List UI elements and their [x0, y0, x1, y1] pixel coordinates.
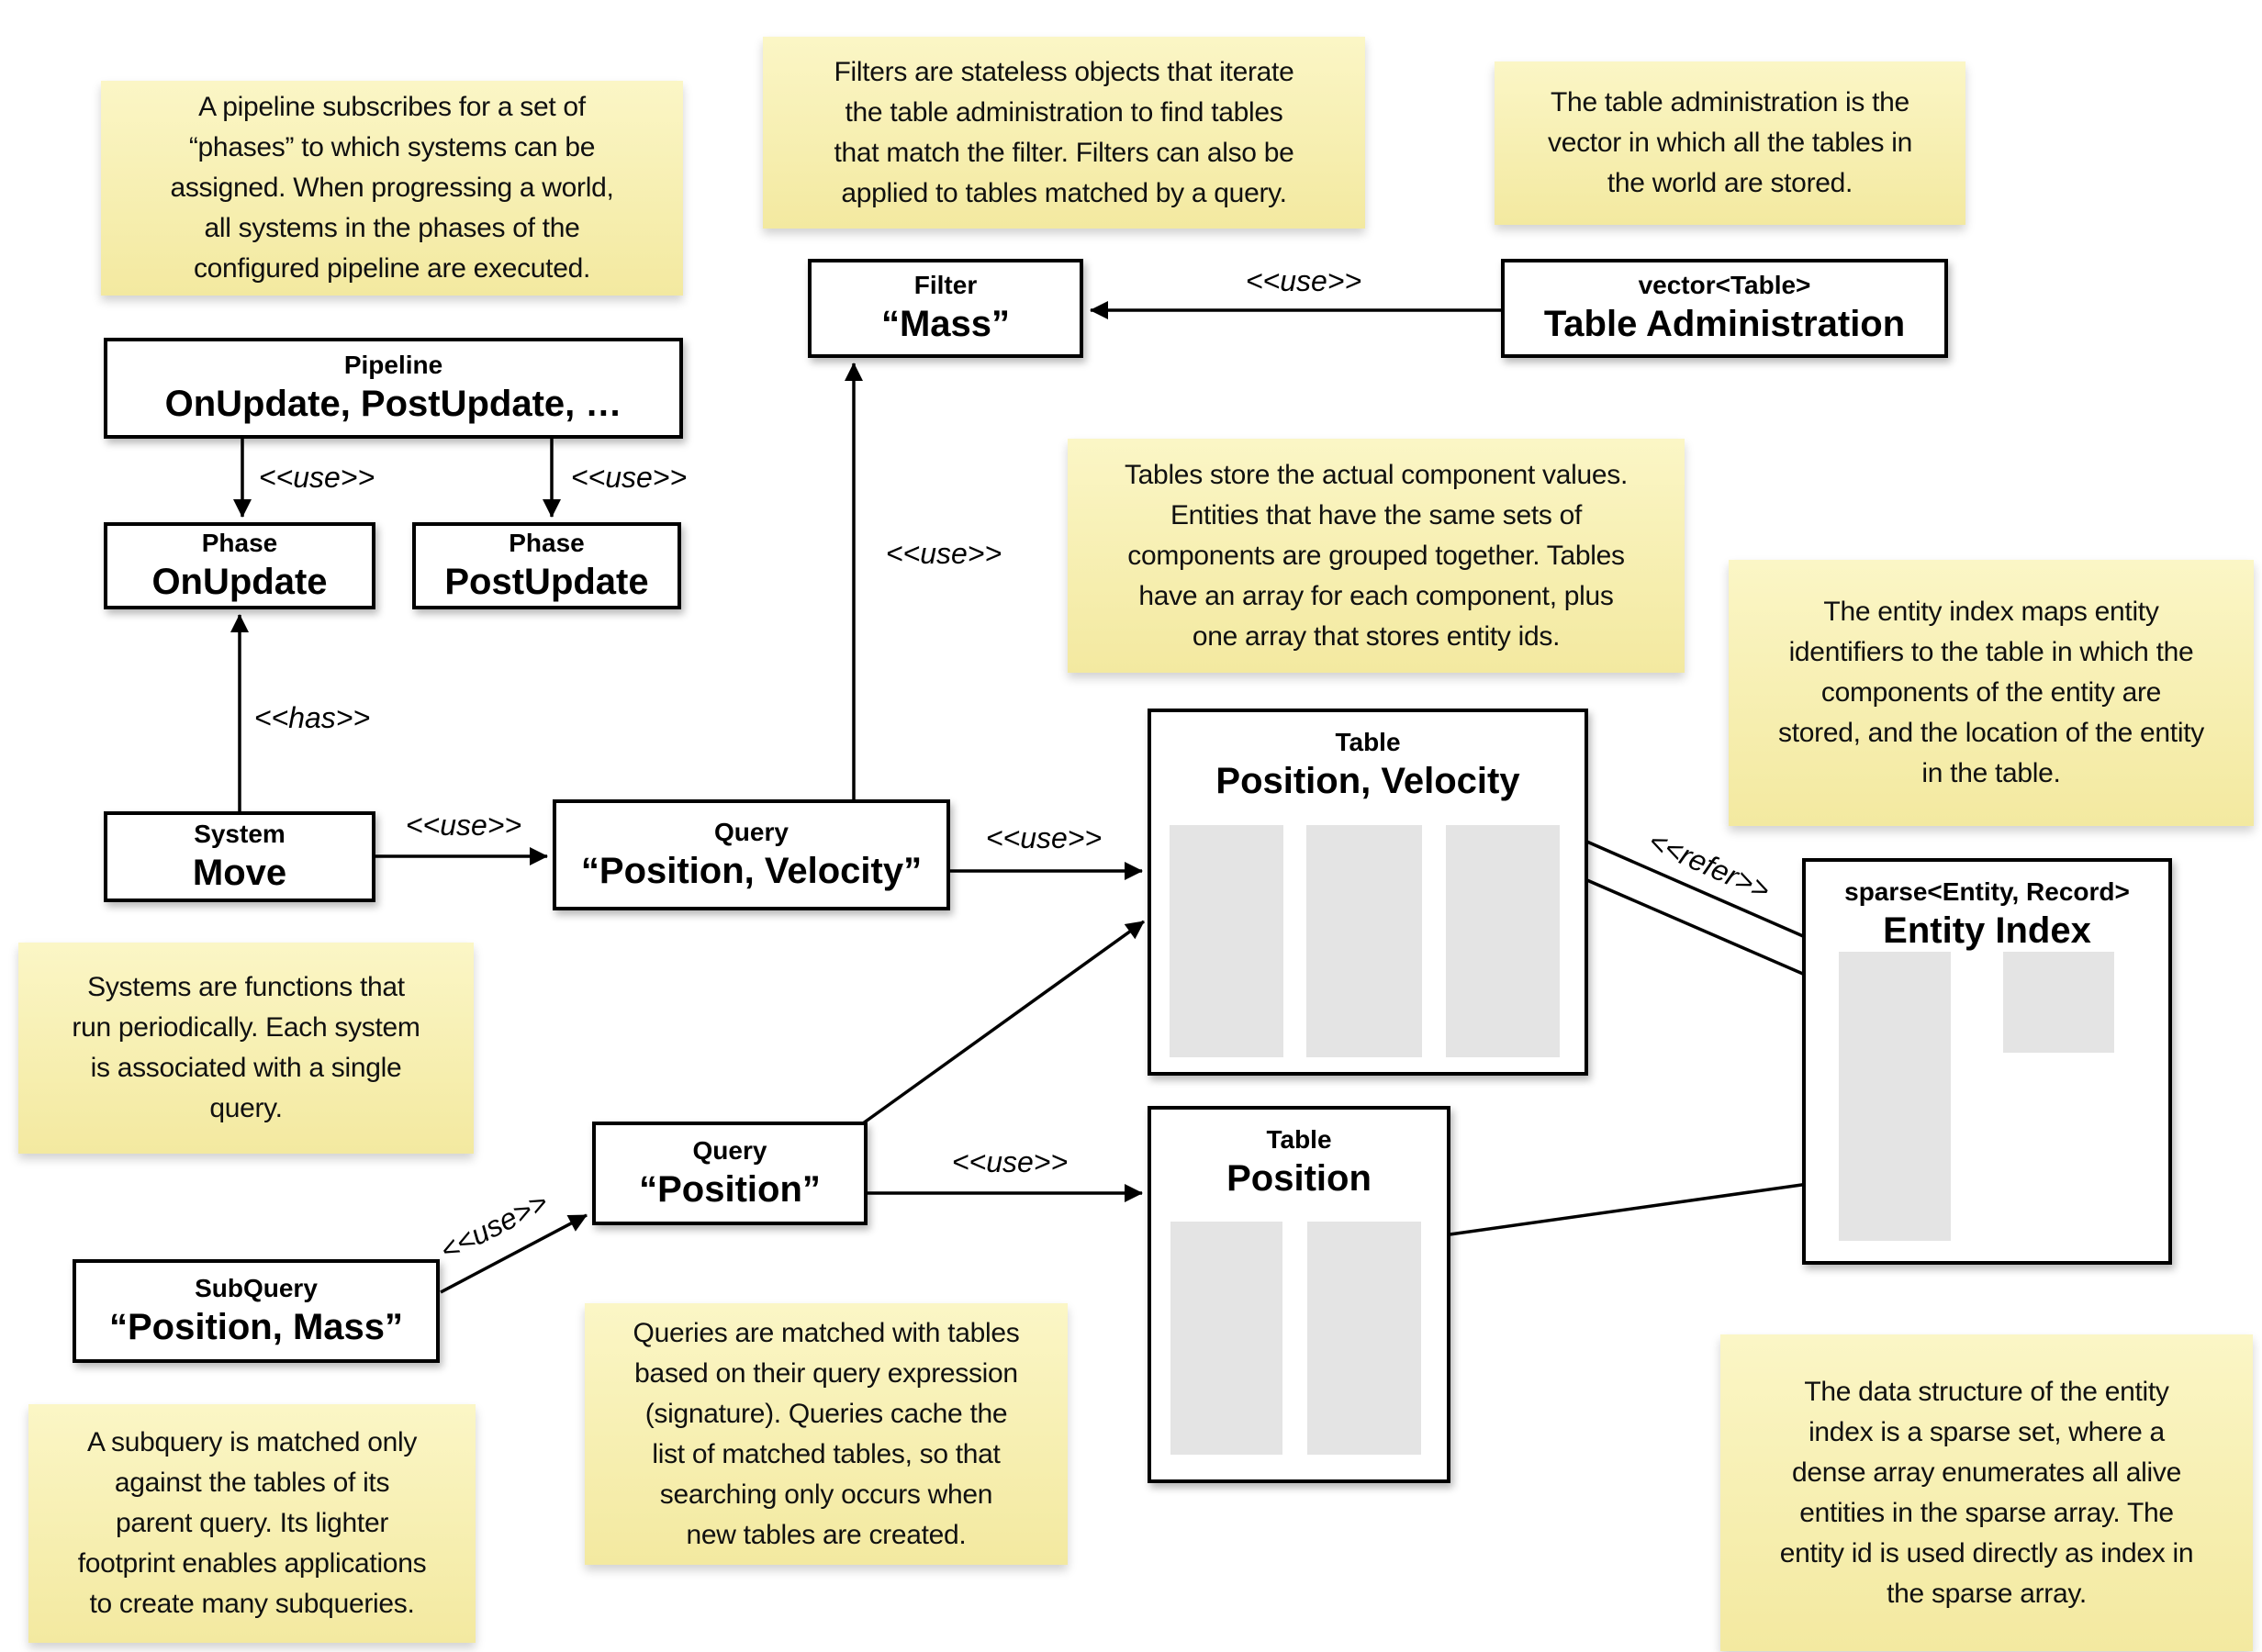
- dense-array: [2003, 952, 2114, 1053]
- pipeline-stereotype: Pipeline: [343, 351, 443, 379]
- table-position-velocity-name: Position, Velocity: [1215, 761, 1520, 801]
- table-administration-stereotype: vector<Table>: [1638, 271, 1811, 299]
- use-label-pipeline-postupdate: <<use>>: [570, 461, 688, 494]
- filter-mass-name: “Mass”: [880, 304, 1011, 344]
- phase-onupdate-box: Phase OnUpdate: [104, 522, 375, 609]
- component-array-1: [1170, 1222, 1282, 1455]
- note-queries: Queries are matched with tables based on…: [585, 1303, 1068, 1565]
- arrow-entityindex-refer-tablepv-1: [1567, 832, 1840, 954]
- use-label-tableadmin-filter: <<use>>: [1245, 264, 1362, 297]
- pipeline-name: OnUpdate, PostUpdate, …: [164, 384, 622, 424]
- use-label-system-query: <<use>>: [405, 809, 522, 842]
- subquery-box: SubQuery “Position, Mass”: [73, 1259, 440, 1363]
- table-position-velocity-box: Table Position, Velocity: [1148, 709, 1588, 1076]
- pipeline-box: Pipeline OnUpdate, PostUpdate, …: [104, 338, 683, 439]
- phase-onupdate-name: OnUpdate: [151, 561, 328, 602]
- query-position-velocity-name: “Position, Velocity”: [580, 850, 923, 891]
- subquery-stereotype: SubQuery: [195, 1273, 318, 1302]
- note-tables: Tables store the actual component values…: [1068, 439, 1685, 673]
- table-position-name: Position: [1226, 1158, 1372, 1199]
- note-table-administration: The table administration is the vector i…: [1495, 61, 1965, 225]
- component-array-2: [1306, 825, 1422, 1057]
- table-administration-name: Table Administration: [1543, 304, 1906, 344]
- filter-mass-stereotype: Filter: [913, 271, 978, 299]
- note-subquery: A subquery is matched only against the t…: [28, 1404, 476, 1643]
- system-move-stereotype: System: [194, 819, 286, 848]
- note-pipeline: A pipeline subscribes for a set of “phas…: [101, 81, 683, 296]
- use-label-query-filter: <<use>>: [885, 537, 1002, 570]
- query-position-box: Query “Position”: [592, 1122, 868, 1225]
- arrow-entityindex-refer-tablepv-2: [1567, 870, 1840, 991]
- use-label-pipeline-onupdate: <<use>>: [258, 461, 375, 494]
- phase-postupdate-name: PostUpdate: [444, 561, 649, 602]
- note-entity-index: The entity index maps entity identifiers…: [1729, 560, 2254, 826]
- system-move-name: Move: [192, 852, 287, 893]
- arrow-subquery-use-querypos: [440, 1213, 588, 1294]
- query-position-name: “Position”: [639, 1168, 821, 1210]
- system-move-box: System Move: [104, 811, 375, 902]
- entity-index-name: Entity Index: [1883, 910, 2091, 951]
- component-array-3: [1446, 825, 1560, 1057]
- note-filters: Filters are stateless objects that itera…: [763, 37, 1365, 229]
- arrow-entityindex-refer-tablepos: [1429, 1178, 1842, 1245]
- entity-index-stereotype: sparse<Entity, Record>: [1844, 877, 2130, 906]
- phase-postupdate-stereotype: Phase: [509, 528, 585, 557]
- use-label-querypos-tablepos: <<use>>: [951, 1145, 1069, 1178]
- query-position-stereotype: Query: [692, 1135, 767, 1165]
- arrow-querypos-use-tablepv: [861, 920, 1146, 1125]
- query-position-velocity-stereotype: Query: [714, 817, 789, 846]
- has-label-system-phase: <<has>>: [253, 701, 371, 734]
- note-sparse-set: The data structure of the entity index i…: [1720, 1334, 2253, 1651]
- table-administration-box: vector<Table> Table Administration: [1501, 259, 1948, 358]
- phase-postupdate-box: Phase PostUpdate: [412, 522, 681, 609]
- subquery-name: “Position, Mass”: [108, 1306, 404, 1347]
- filter-mass-box: Filter “Mass”: [808, 259, 1083, 358]
- component-array-2: [1307, 1222, 1421, 1455]
- entity-index-box: sparse<Entity, Record> Entity Index: [1802, 858, 2172, 1265]
- table-position-stereotype: Table: [1266, 1125, 1332, 1154]
- table-position-box: Table Position: [1148, 1106, 1450, 1483]
- note-systems: Systems are functions that run periodica…: [18, 943, 474, 1154]
- table-position-velocity-stereotype: Table: [1335, 728, 1401, 756]
- component-array-1: [1170, 825, 1283, 1057]
- use-label-querypv-tablepv: <<use>>: [985, 821, 1103, 854]
- phase-onupdate-stereotype: Phase: [201, 528, 278, 557]
- query-position-velocity-box: Query “Position, Velocity”: [553, 799, 950, 910]
- sparse-array: [1839, 952, 1951, 1241]
